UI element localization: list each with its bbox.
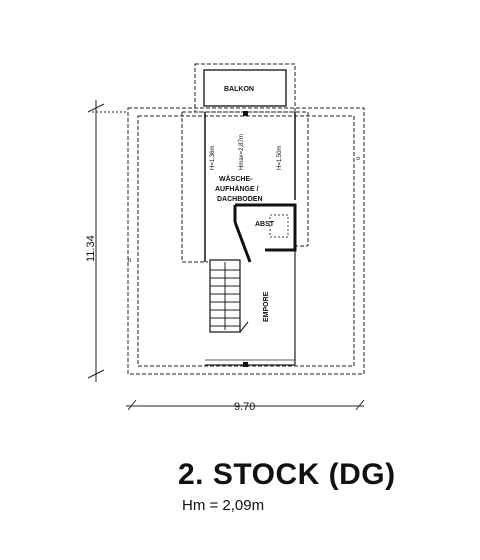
laundry-label-1: WÄSCHE- xyxy=(219,175,253,183)
height-center-label: Hmax=2,87m xyxy=(239,134,245,170)
laundry-label-3: DACHBODEN xyxy=(217,196,263,203)
width-dimension-label: 9.70 xyxy=(234,401,255,413)
staircase xyxy=(209,259,249,333)
storage-label: ABST xyxy=(255,221,275,228)
circle-mark-left: o xyxy=(128,258,132,264)
roof-outline xyxy=(127,107,365,375)
laundry-label-2: AUFHÄNGE / xyxy=(215,185,259,193)
drawing-subtitle: Hm = 2,09m xyxy=(182,497,265,514)
wall-markers xyxy=(243,111,248,367)
drawing-title: 2. STOCK (DG) xyxy=(178,458,396,491)
height-left-label: H=1,36m xyxy=(210,145,216,170)
gallery-label: EMPORE xyxy=(263,291,270,322)
height-dimension xyxy=(87,100,128,382)
attic-walls xyxy=(181,111,309,366)
balcony-label: BALKON xyxy=(224,86,254,93)
circle-mark-right: o xyxy=(356,156,362,160)
height-right-label: H=1,50m xyxy=(277,145,283,170)
storage-box xyxy=(269,214,289,238)
height-dimension-label: 11.34 xyxy=(85,235,97,262)
storage-walls xyxy=(233,203,297,263)
floor-plan: BALKON WÄSCHE- AUFHÄNGE / DACHBODEN ABST… xyxy=(85,63,365,413)
width-dimension xyxy=(126,399,365,411)
